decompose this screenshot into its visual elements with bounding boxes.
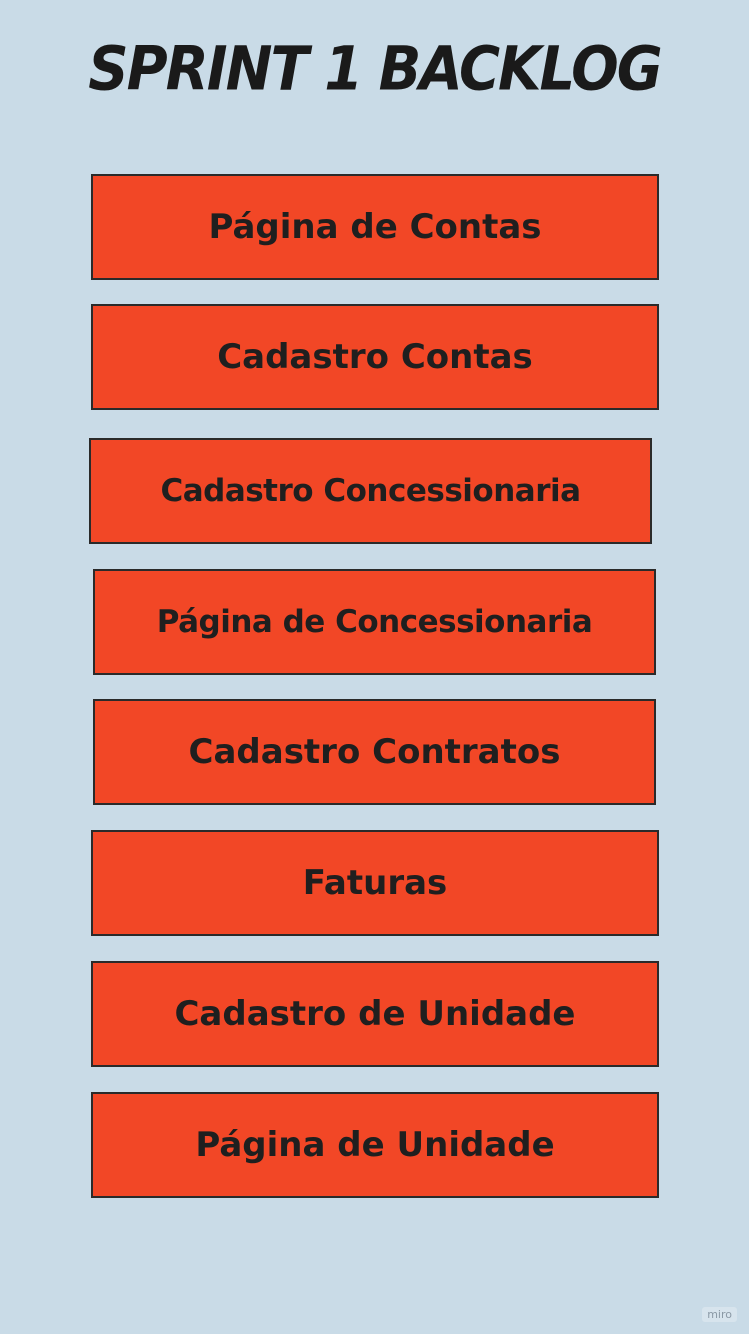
card-label: Cadastro Contas — [217, 337, 533, 377]
card-label: Cadastro Contratos — [188, 732, 561, 772]
board-title: SPRINT 1 BACKLOG — [88, 34, 662, 105]
card-label: Página de Contas — [208, 207, 542, 247]
card-label: Página de Concessionaria — [156, 604, 593, 640]
sticky-card-faturas[interactable]: Faturas — [91, 830, 659, 936]
sticky-card-cadastro-de-unidade[interactable]: Cadastro de Unidade — [91, 961, 659, 1067]
card-label: Cadastro Concessionaria — [160, 473, 581, 509]
card-label: Faturas — [302, 863, 448, 903]
sticky-card-pagina-de-concessionaria[interactable]: Página de Concessionaria — [93, 569, 656, 675]
sticky-card-cadastro-concessionaria[interactable]: Cadastro Concessionaria — [89, 438, 652, 544]
sticky-card-pagina-de-unidade[interactable]: Página de Unidade — [91, 1092, 659, 1198]
card-label: Página de Unidade — [195, 1125, 555, 1165]
sticky-card-pagina-de-contas[interactable]: Página de Contas — [91, 174, 659, 280]
card-label: Cadastro de Unidade — [174, 994, 576, 1034]
miro-watermark: miro — [702, 1307, 737, 1322]
sticky-card-cadastro-contas[interactable]: Cadastro Contas — [91, 304, 659, 410]
sticky-card-cadastro-contratos[interactable]: Cadastro Contratos — [93, 699, 656, 805]
